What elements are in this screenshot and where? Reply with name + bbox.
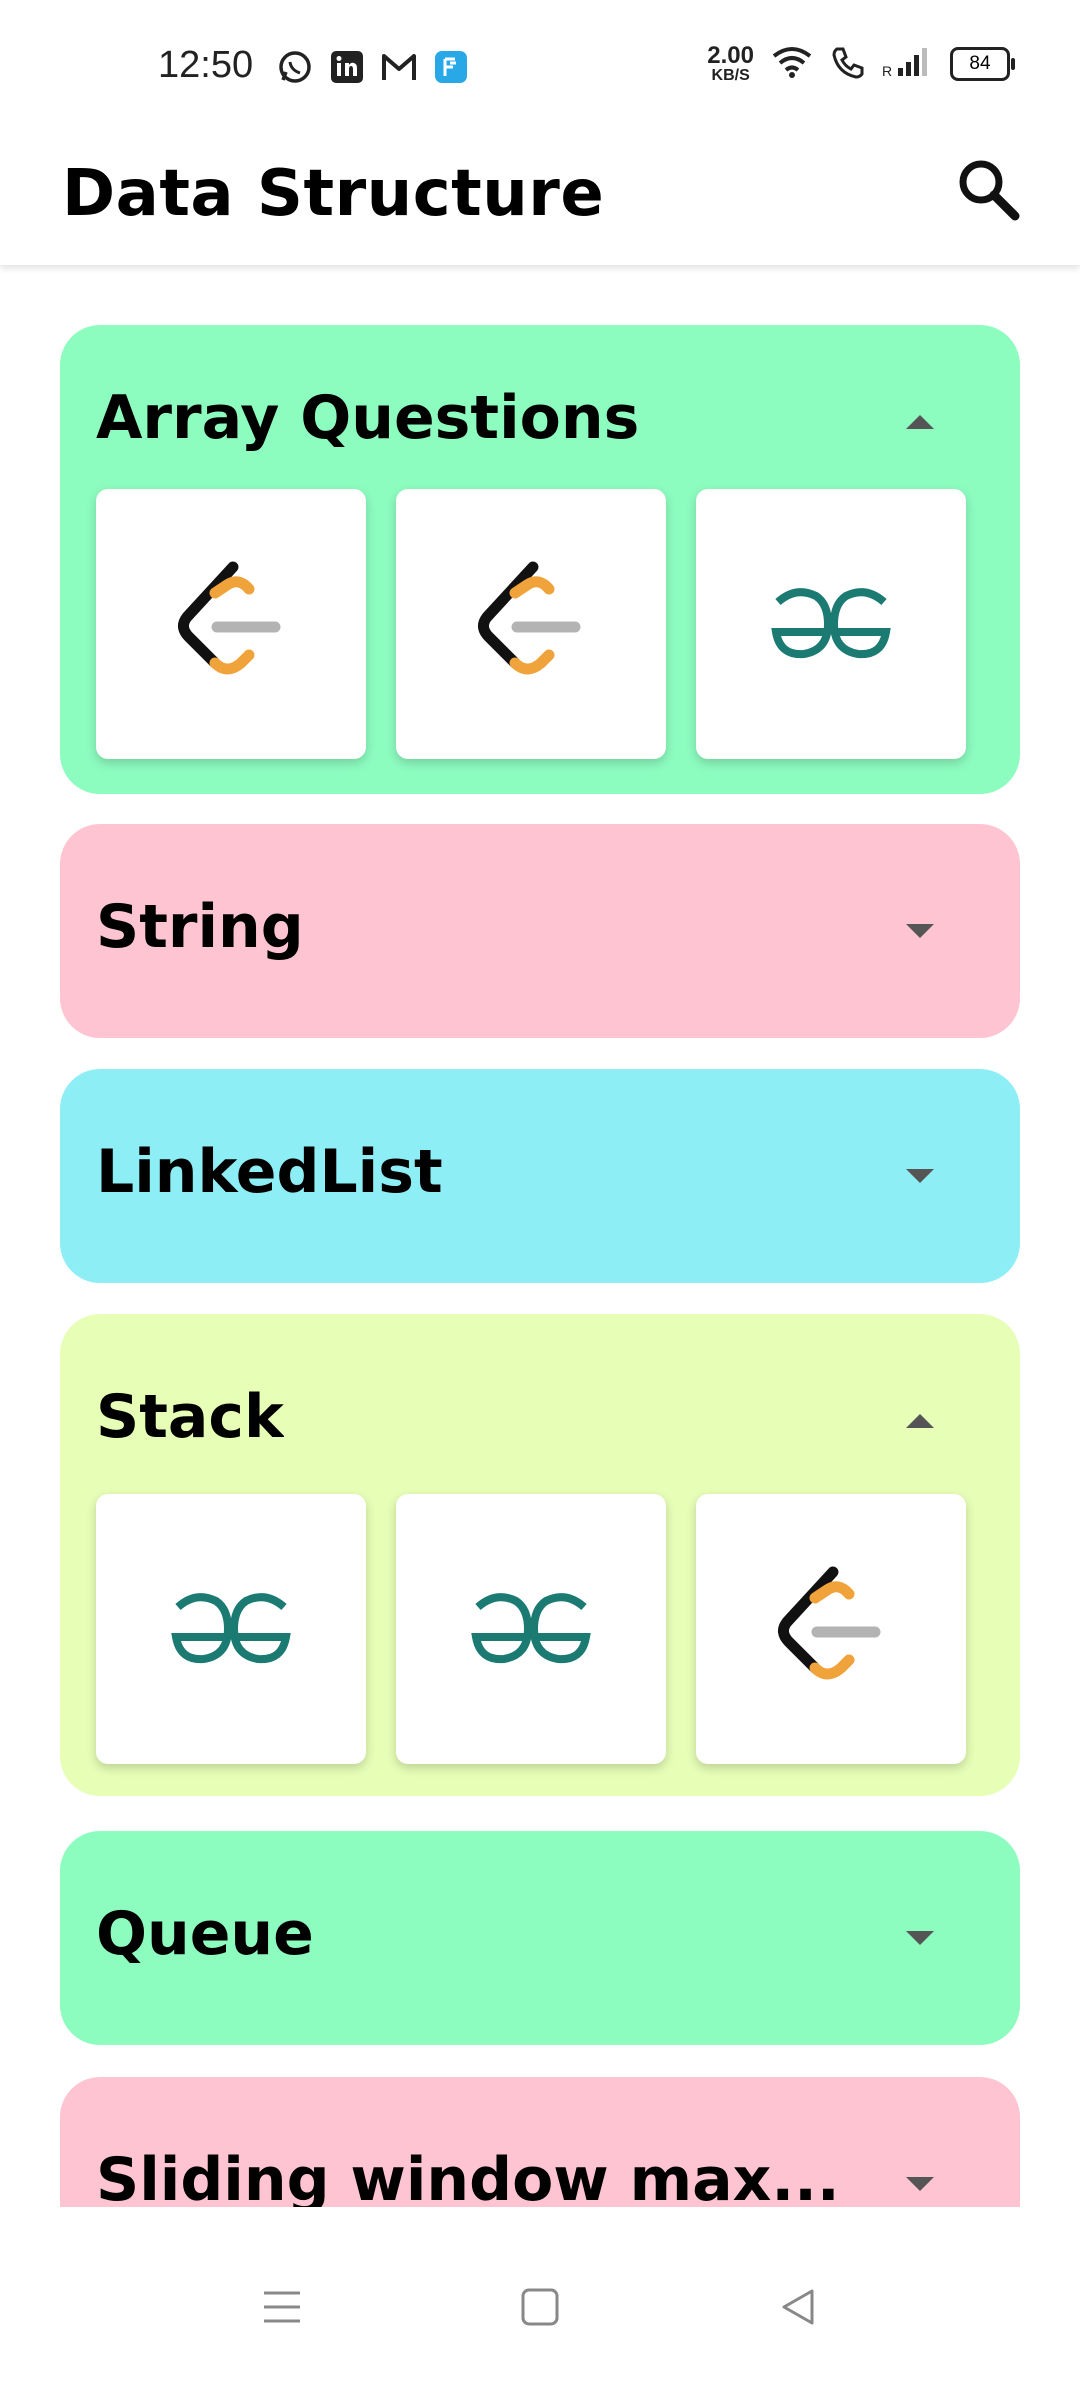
section-title: LinkedList	[96, 1137, 443, 1207]
leetcode-card[interactable]	[696, 1494, 966, 1764]
section-stack: Stack	[60, 1314, 1020, 1796]
page-title: Data Structure	[62, 157, 605, 231]
back-button[interactable]	[758, 2267, 838, 2347]
network-speed: 2.00 KB/S	[707, 42, 754, 84]
chevron-down-icon[interactable]	[906, 924, 934, 938]
geeksforgeeks-logo	[471, 1593, 591, 1664]
section-header[interactable]: Queue	[60, 1831, 1020, 2045]
geeksforgeeks-card[interactable]	[396, 1494, 666, 1764]
search-button[interactable]	[948, 149, 1028, 229]
section-string: String	[60, 824, 1020, 1038]
section-linkedlist: LinkedList	[60, 1069, 1020, 1283]
gmail-icon	[380, 48, 418, 86]
menu-icon	[264, 2291, 300, 2323]
notification-icons	[276, 48, 470, 86]
chevron-up-icon[interactable]	[906, 1414, 934, 1428]
leetcode-logo	[478, 561, 581, 675]
search-icon	[959, 160, 1020, 221]
section-header[interactable]: Sliding window max...	[60, 2077, 1020, 2207]
section-title: Array Questions	[96, 383, 640, 453]
section-header[interactable]: String	[60, 824, 1020, 1038]
link-cards	[96, 1494, 966, 1764]
app-bar: Data Structure	[0, 135, 1080, 265]
geeksforgeeks-card[interactable]	[696, 489, 966, 759]
section-queue: Queue	[60, 1831, 1020, 2045]
topic-list[interactable]: Array Questions String LinkedList	[0, 265, 1080, 2207]
section-title: Sliding window max...	[96, 2145, 840, 2207]
chevron-up-icon[interactable]	[906, 415, 934, 429]
wifi-icon	[772, 46, 812, 82]
leetcode-logo	[778, 1566, 881, 1680]
navigation-bar	[0, 2207, 1080, 2400]
linkedin-icon	[328, 48, 366, 86]
status-bar: 12:50 2.00 KB/S R 84	[0, 0, 1080, 135]
home-button[interactable]	[500, 2267, 580, 2347]
battery-indicator: 84	[950, 47, 1015, 81]
section-title: String	[96, 892, 304, 962]
geeksforgeeks-card[interactable]	[96, 1494, 366, 1764]
leetcode-logo	[178, 561, 281, 675]
chevron-down-icon[interactable]	[906, 1169, 934, 1183]
call-icon	[830, 45, 864, 83]
geeksforgeeks-logo	[171, 1593, 291, 1664]
whatsapp-icon	[276, 48, 314, 86]
section-sliding-window: Sliding window max...	[60, 2077, 1020, 2207]
link-cards	[96, 489, 966, 759]
section-header[interactable]: Stack	[60, 1314, 1020, 1528]
section-title: Queue	[96, 1899, 314, 1969]
signal-icon: R	[882, 46, 932, 82]
chevron-down-icon[interactable]	[906, 1931, 934, 1945]
section-header[interactable]: Array Questions	[60, 325, 1020, 539]
section-title: Stack	[96, 1382, 284, 1452]
home-icon	[521, 2288, 559, 2326]
menu-button[interactable]	[242, 2267, 322, 2347]
chevron-down-icon[interactable]	[906, 2177, 934, 2191]
leetcode-card[interactable]	[396, 489, 666, 759]
geeksforgeeks-logo	[771, 588, 891, 659]
section-header[interactable]: LinkedList	[60, 1069, 1020, 1283]
status-time: 12:50	[158, 44, 254, 86]
app-notification-icon	[432, 48, 470, 86]
svg-text:R: R	[882, 63, 892, 78]
leetcode-card[interactable]	[96, 489, 366, 759]
section-array-questions: Array Questions	[60, 325, 1020, 794]
system-status: 2.00 KB/S R 84	[707, 42, 1015, 84]
back-icon	[782, 2289, 814, 2325]
